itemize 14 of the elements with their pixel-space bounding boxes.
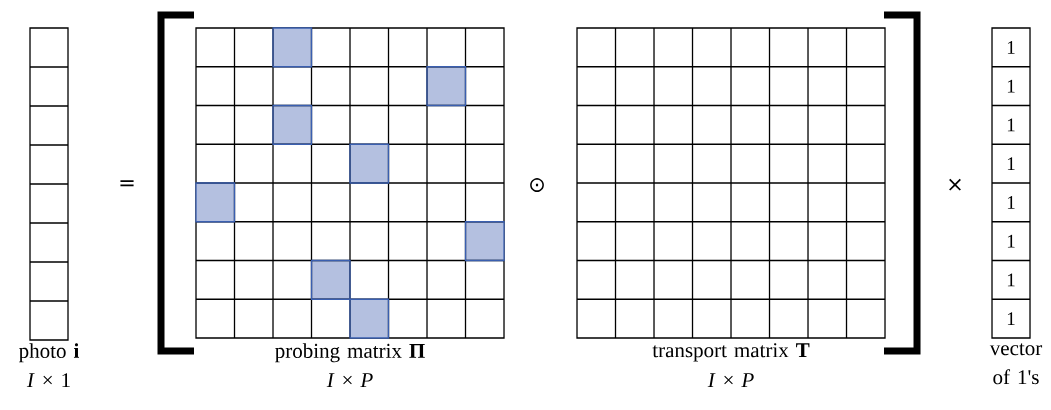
node-label: photo i [19,343,79,363]
node-label: I × P [707,373,754,387]
column-vector [29,27,69,341]
node-label: vector of 1's [989,343,1043,385]
matrix-grid [195,27,505,339]
operator: × [949,178,961,191]
node-label: transport matrix T [652,343,810,362]
node-label: probing matrix Π [275,343,425,363]
column-vector: 1 1 1 1 1 1 1 1 [991,27,1031,339]
node-label: I × P [326,373,373,387]
node-label: I × 1 [26,373,70,388]
operator: = [120,180,134,187]
matrix-grid [576,27,886,339]
operator: ⊙ [530,178,544,192]
